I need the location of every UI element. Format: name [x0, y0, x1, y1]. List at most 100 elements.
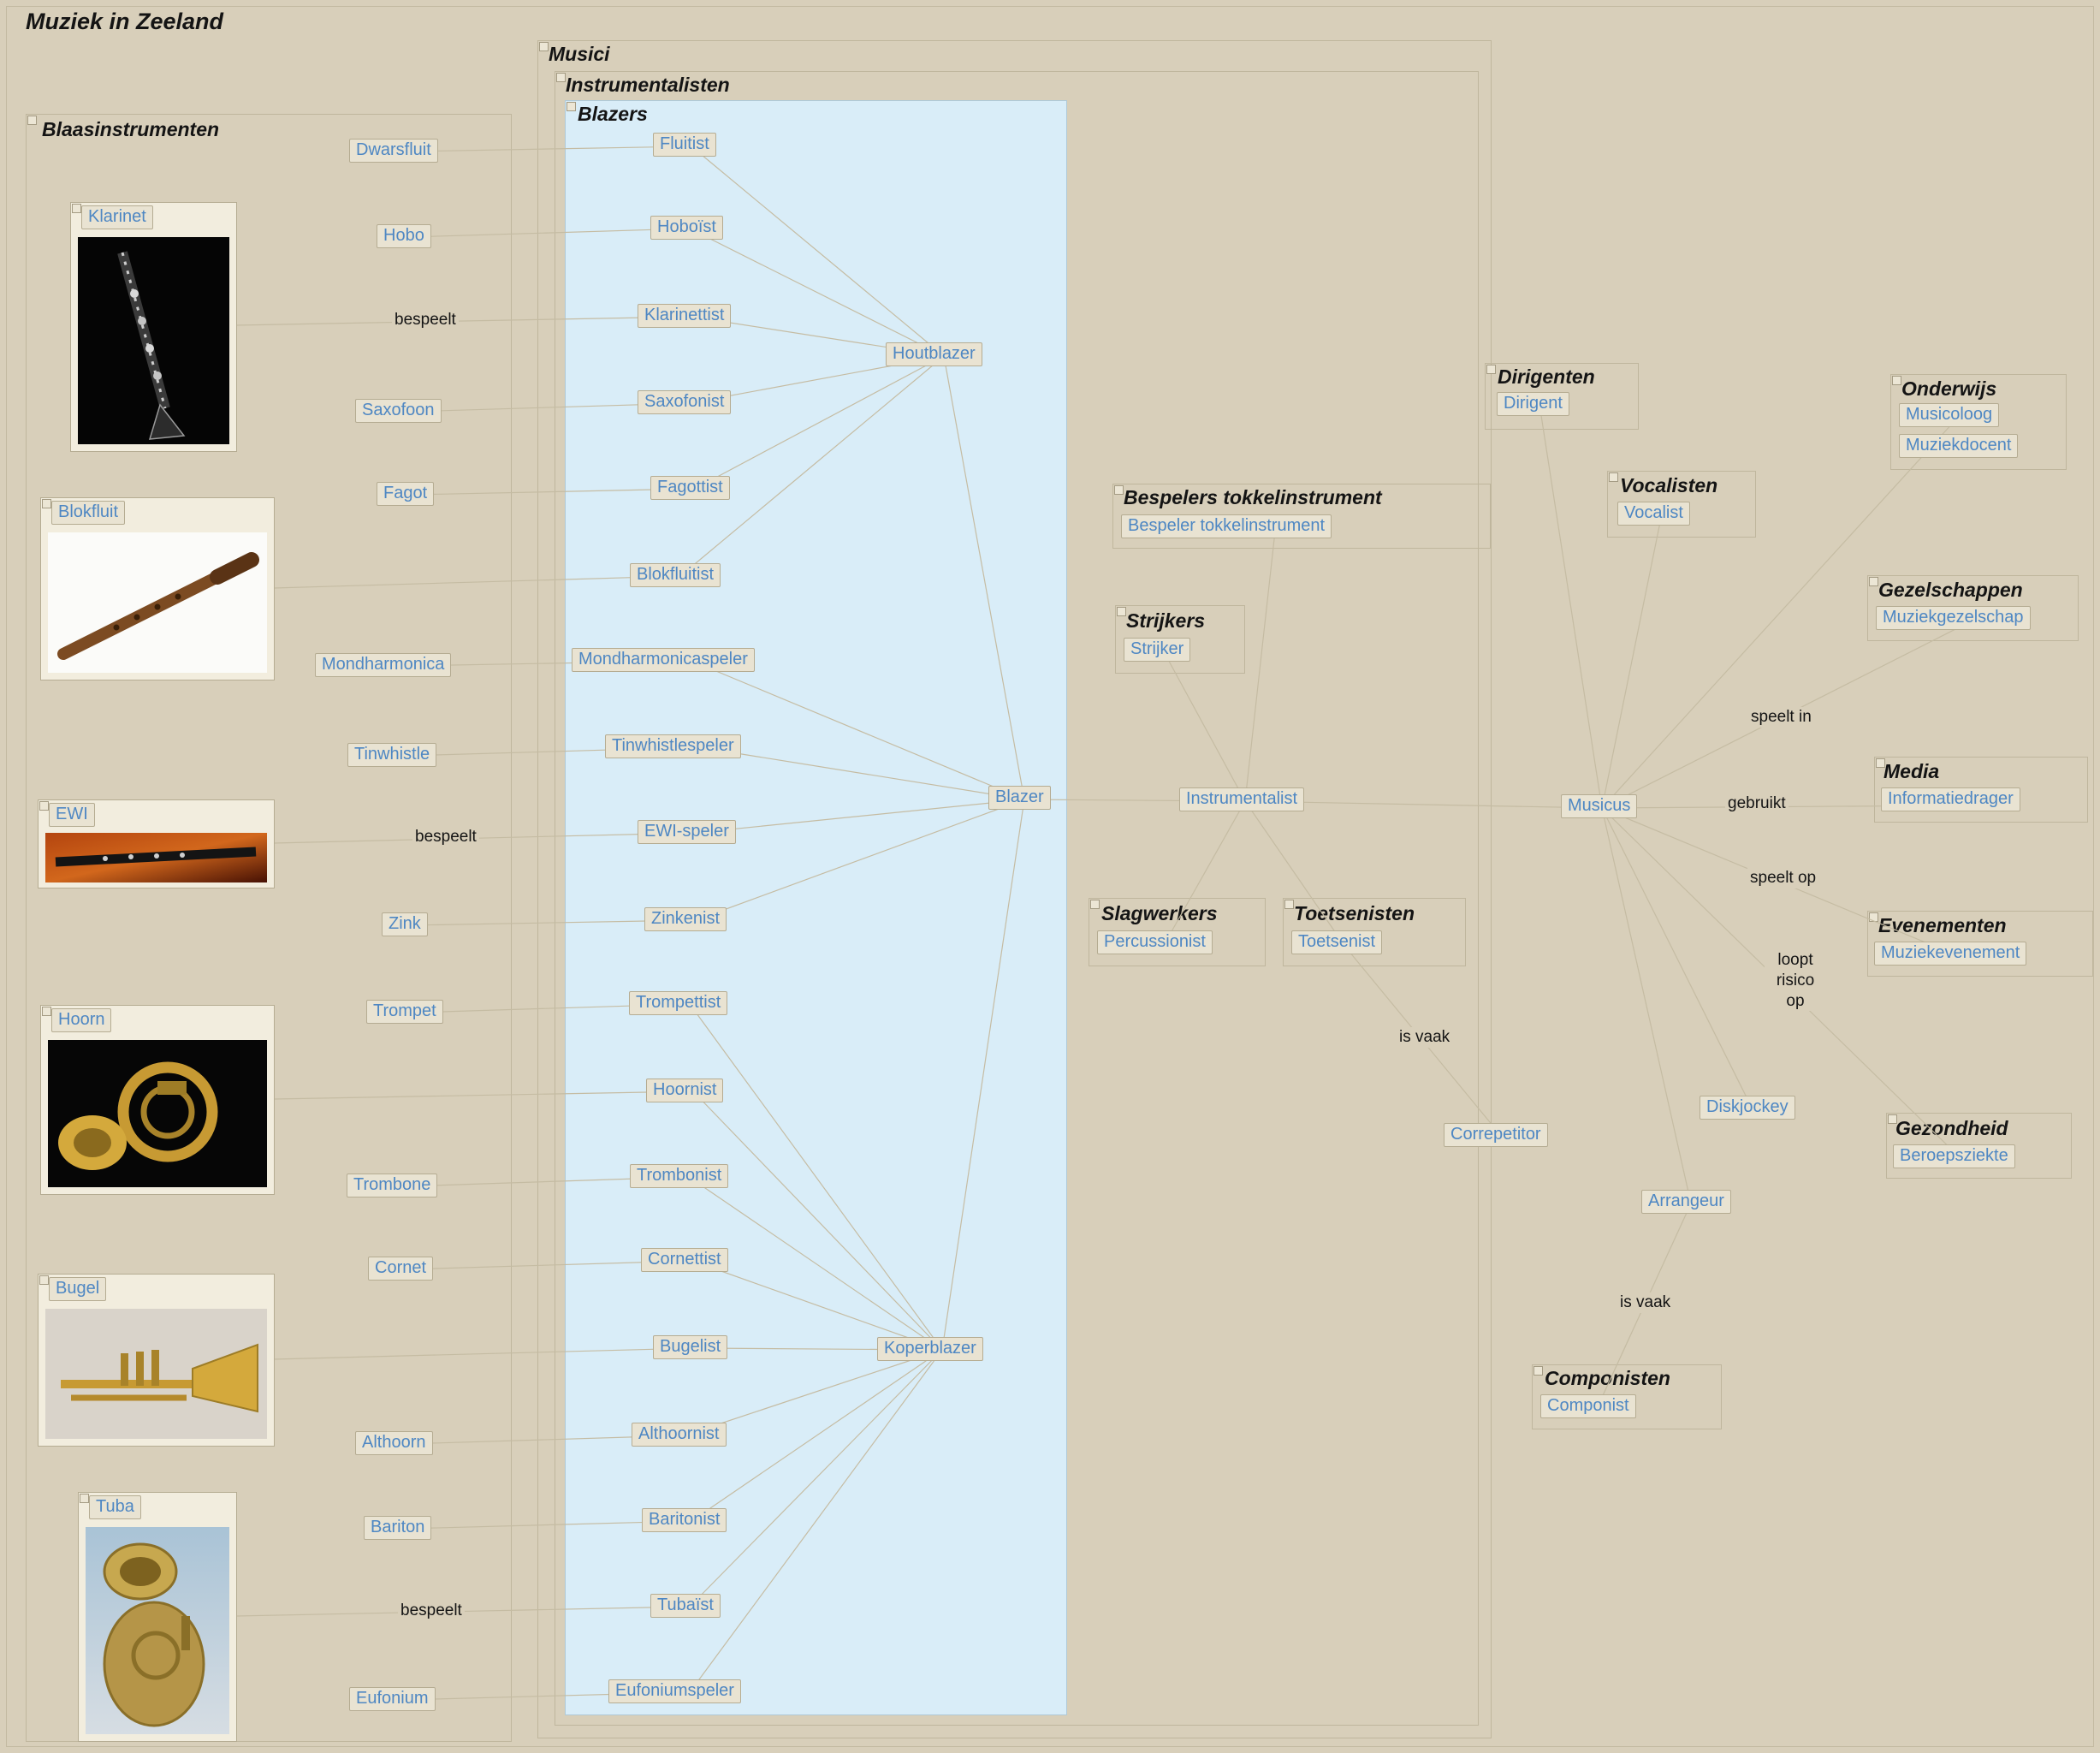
node-vocalist[interactable]: Vocalist	[1617, 502, 1690, 526]
node-dwarsfluit[interactable]: Dwarsfluit	[349, 139, 438, 163]
node-althoornist[interactable]: Althoornist	[632, 1423, 727, 1447]
node-ewi[interactable]: EWI	[38, 799, 275, 888]
node-instrumentalist[interactable]: Instrumentalist	[1179, 787, 1305, 811]
group-musici[interactable]: Musici	[537, 40, 1492, 1738]
group-marker-icon	[1090, 900, 1100, 909]
ewi-image	[45, 833, 267, 882]
node-zinkenist[interactable]: Zinkenist	[644, 907, 727, 931]
node-muziekgezelschap[interactable]: Muziekgezelschap	[1876, 606, 2031, 630]
node-musicus[interactable]: Musicus	[1561, 794, 1638, 818]
group-vocalisten[interactable]: Vocalisten	[1607, 471, 1756, 538]
node-correpetitor[interactable]: Correpetitor	[1444, 1123, 1548, 1147]
node-muziekdocent[interactable]: Muziekdocent	[1899, 434, 2019, 458]
group-title-vocalisten: Vocalisten	[1620, 474, 1718, 496]
group-marker-icon	[1888, 1114, 1897, 1124]
group-dirigenten[interactable]: Dirigenten	[1485, 363, 1639, 430]
group-marker-icon	[1533, 1366, 1543, 1376]
edge-label-loopt-risico-op: loopt risico op	[1765, 950, 1826, 1012]
node-klarinet-label[interactable]: Klarinet	[81, 205, 153, 229]
node-blokfluit-label[interactable]: Blokfluit	[51, 501, 126, 525]
node-hoorn-label[interactable]: Hoorn	[51, 1008, 112, 1032]
node-trompettist[interactable]: Trompettist	[629, 991, 728, 1015]
node-hoboist[interactable]: Hoboïst	[650, 216, 723, 240]
node-bugel-label[interactable]: Bugel	[49, 1277, 107, 1301]
node-percussionist[interactable]: Percussionist	[1097, 930, 1213, 954]
group-toetsenisten[interactable]: Toetsenisten	[1283, 898, 1466, 966]
node-trombonist[interactable]: Trombonist	[630, 1164, 729, 1188]
node-tinwhistle[interactable]: Tinwhistle	[347, 743, 437, 767]
group-marker-icon	[567, 102, 576, 111]
group-slagwerkers[interactable]: Slagwerkers	[1089, 898, 1266, 966]
node-strijker[interactable]: Strijker	[1124, 638, 1191, 662]
node-bespeler-tokkelinstrument[interactable]: Bespeler tokkelinstrument	[1121, 514, 1332, 538]
node-tuba-label[interactable]: Tuba	[89, 1495, 141, 1519]
node-tinwhistlespeler[interactable]: Tinwhistlespeler	[605, 734, 741, 758]
edge-label-bespeelt: bespeelt	[398, 1601, 465, 1621]
node-trompet[interactable]: Trompet	[366, 1000, 443, 1024]
node-ewi-speler[interactable]: EWI-speler	[638, 820, 736, 844]
node-bugelist[interactable]: Bugelist	[653, 1335, 728, 1359]
edge-label-is-vaak: is vaak	[1397, 1027, 1453, 1048]
node-bariton[interactable]: Bariton	[364, 1516, 432, 1540]
node-blokfluitist[interactable]: Blokfluitist	[630, 563, 721, 587]
blokfluit-image	[48, 532, 267, 673]
node-houtblazer[interactable]: Houtblazer	[886, 342, 982, 366]
group-media[interactable]: Media	[1874, 757, 2088, 823]
node-zink[interactable]: Zink	[382, 912, 428, 936]
image-node-marker-icon	[39, 1275, 49, 1285]
group-title-toetsenisten: Toetsenisten	[1294, 902, 1415, 924]
node-klarinet[interactable]: Klarinet	[70, 202, 237, 452]
group-title-onderwijs: Onderwijs	[1901, 377, 1997, 400]
node-eufoniumspeler[interactable]: Eufoniumspeler	[608, 1679, 741, 1703]
node-arrangeur[interactable]: Arrangeur	[1641, 1190, 1731, 1214]
node-hobo[interactable]: Hobo	[377, 224, 431, 248]
node-baritonist[interactable]: Baritonist	[642, 1508, 727, 1532]
node-muziekevenement[interactable]: Muziekevenement	[1874, 942, 2027, 966]
node-fagot[interactable]: Fagot	[377, 482, 435, 506]
node-blazer[interactable]: Blazer	[988, 786, 1051, 810]
node-mondharmonica[interactable]: Mondharmonica	[315, 653, 452, 677]
edge-label-speelt-op: speelt op	[1747, 868, 1819, 888]
image-node-marker-icon	[42, 499, 51, 508]
node-fluitist[interactable]: Fluitist	[653, 133, 716, 157]
node-saxofonist[interactable]: Saxofonist	[638, 390, 732, 414]
node-trombone[interactable]: Trombone	[347, 1174, 438, 1197]
node-mondharmonicaspeler[interactable]: Mondharmonicaspeler	[572, 648, 755, 672]
group-strijkers[interactable]: Strijkers	[1115, 605, 1245, 674]
klarinet-image	[78, 237, 229, 444]
node-cornettist[interactable]: Cornettist	[641, 1248, 728, 1272]
image-node-marker-icon	[42, 1007, 51, 1016]
node-saxofoon[interactable]: Saxofoon	[355, 399, 442, 423]
edge-label-is-vaak: is vaak	[1617, 1292, 1674, 1313]
node-componist[interactable]: Componist	[1540, 1394, 1636, 1418]
node-koperblazer[interactable]: Koperblazer	[877, 1337, 983, 1361]
node-musicoloog[interactable]: Musicoloog	[1899, 403, 2000, 427]
group-evenementen[interactable]: Evenementen	[1867, 911, 2093, 977]
node-bugel[interactable]: Bugel	[38, 1274, 275, 1447]
group-instrumentalisten[interactable]: Instrumentalisten	[555, 71, 1479, 1726]
node-fagottist[interactable]: Fagottist	[650, 476, 730, 500]
group-gezelschappen[interactable]: Gezelschappen	[1867, 575, 2079, 641]
node-tubaist[interactable]: Tubaïst	[650, 1594, 721, 1618]
group-blaasinstrumenten[interactable]: Blaasinstrumenten	[26, 114, 512, 1742]
node-cornet[interactable]: Cornet	[368, 1257, 434, 1281]
node-blokfluit[interactable]: Blokfluit	[40, 497, 275, 680]
node-eufonium[interactable]: Eufonium	[349, 1687, 436, 1711]
group-title-strijkers: Strijkers	[1126, 609, 1206, 632]
node-toetsenist[interactable]: Toetsenist	[1291, 930, 1383, 954]
group-bespelers-tokkelinstrument[interactable]: Bespelers tokkelinstrument	[1112, 484, 1491, 549]
node-tuba[interactable]: Tuba	[78, 1492, 237, 1742]
node-klarinettist[interactable]: Klarinettist	[638, 304, 732, 328]
group-gezondheid[interactable]: Gezondheid	[1886, 1113, 2072, 1179]
node-informatiedrager[interactable]: Informatiedrager	[1881, 787, 2020, 811]
group-title-instrumentalisten: Instrumentalisten	[566, 74, 730, 96]
node-althoorn[interactable]: Althoorn	[355, 1431, 433, 1455]
node-ewi-label[interactable]: EWI	[49, 803, 95, 827]
node-hoornist[interactable]: Hoornist	[646, 1079, 724, 1102]
node-beroepsziekte[interactable]: Beroepsziekte	[1893, 1144, 2015, 1168]
group-onderwijs[interactable]: Onderwijs	[1890, 374, 2067, 470]
node-hoorn[interactable]: Hoorn	[40, 1005, 275, 1195]
node-dirigent[interactable]: Dirigent	[1497, 392, 1569, 416]
node-diskjockey[interactable]: Diskjockey	[1700, 1096, 1795, 1120]
map-title: Muziek in Zeeland	[26, 9, 224, 34]
